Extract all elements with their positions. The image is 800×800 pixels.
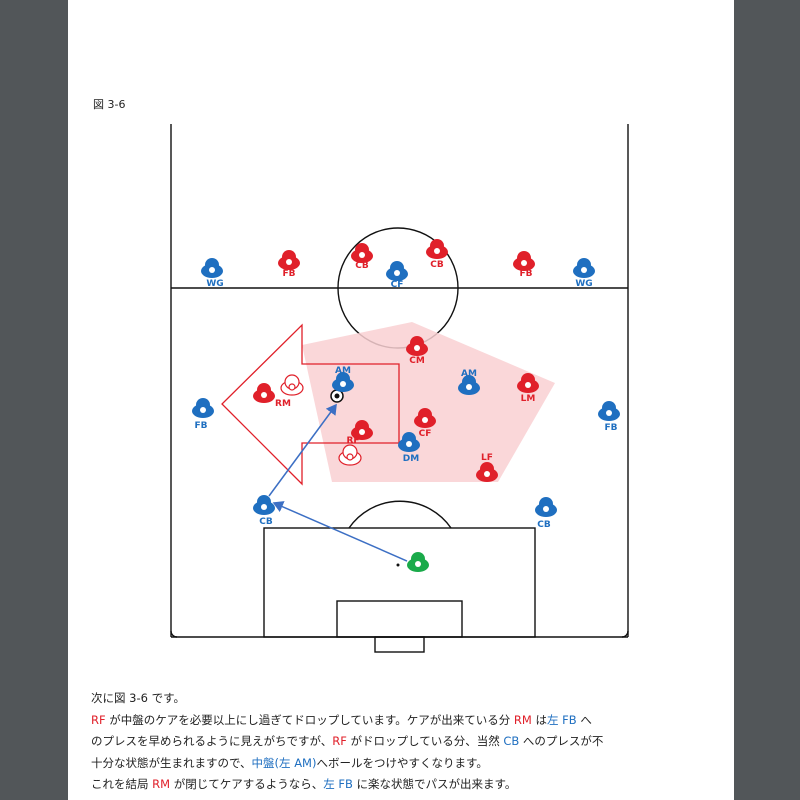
player-label: WG [206,279,223,289]
player-blue-cf: CF [386,261,408,290]
player-label: DM [403,454,419,464]
player-blue-am-right: AM [458,369,480,395]
text-run: は [531,712,547,727]
player-red-lf: LF [476,453,498,482]
player-blue-fb-left: FB [192,398,214,431]
text-line-2: RF が中盤のケアを必要以上にし過ぎてドロップしています。ケアが出来ている分 R… [91,710,651,732]
blue-team: WG CF WG AM AM FB FB DM CB CB [192,258,620,530]
player-label: CF [419,429,432,439]
player-blue-am-left: AM [332,366,354,392]
text-run: 十分な状態が生まれますので、 [91,755,252,770]
text-run: へ [576,712,592,727]
player-blue-cb-left: CB [253,495,275,527]
pressing-zone [302,322,555,482]
pitch-lines [170,124,629,653]
player-blue-cb-right: CB [535,497,557,530]
pass-arrow-cb-to-am [268,403,337,497]
player-red-fb-left: FB [278,250,300,279]
player-label: AM [335,366,351,376]
text-run: RF [332,734,347,748]
player-label: CB [259,517,273,527]
player-red-cb-right: CB [426,239,448,270]
penalty-arc [348,500,452,529]
player-label: FB [604,423,617,433]
text-run: 左 FB [323,777,353,791]
figure-title: 図 3-6 [93,98,126,111]
goalkeeper-icon [407,552,429,572]
text-run: に楽な状態でパスが出来ます。 [352,777,517,791]
text-run: がドロップしている分、当然 [346,734,504,748]
player-red-rm: RM [253,383,291,409]
press-arrow [221,323,400,486]
text-run: CB [503,734,520,748]
player-label: RM [275,399,291,409]
player-blue-dm: DM [398,432,420,464]
player-red-lm: LM [517,373,539,404]
player-blue-fb-right: FB [598,401,620,433]
player-label: LM [521,394,536,404]
text-run: これを結局 [91,777,153,791]
player-label: FB [194,421,207,431]
text-line-5: これを結局 RM が閉じてケアするようなら、左 FB に楽な状態でパスが出来ます… [91,774,651,796]
goal [374,636,425,653]
player-label: CM [409,356,425,366]
text-run: が閉じてケアするようなら、 [170,777,324,791]
player-label: AM [461,369,477,379]
text-line-1: 次に図 3-6 です。 [91,691,185,705]
player-label: CB [355,261,369,271]
player-label: FB [282,269,295,279]
player-red-cb-left: CB [351,243,373,271]
player-blue-wg-left: WG [201,258,224,289]
goal-area [336,600,463,638]
text-run: RM [152,777,171,791]
player-red-cm: CM [406,336,428,366]
text-run: RF [91,712,106,727]
player-blue-wg-right: WG [573,258,595,289]
player-label: LF [481,453,493,463]
player-label: CB [537,520,551,530]
red-team: FB CB CB FB CM LM CF LF RF RM [253,239,539,482]
penalty-area [263,527,536,638]
text-run: のプレスを早められるように見えがちですが、 [91,734,333,748]
text-run: へのプレスが不 [519,734,604,748]
player-label: WG [575,279,592,289]
text-line-3: のプレスを早められるように見えがちですが、RF がドロップしている分、当然 CB… [91,731,651,753]
text-run: 左 FB [547,712,577,727]
text-run: へボールをつけやすくなります。 [316,755,488,770]
text-line-4: 十分な状態が生まれますので、中盤(左 AM)へボールをつけやすくなります。 [91,753,651,775]
player-label: CF [391,280,404,290]
player-red-rf: RF [346,420,373,446]
text-run: が中盤のケアを必要以上にし過ぎてドロップしています。ケアが出来ている分 [105,712,514,727]
player-label: CB [430,260,444,270]
text-run: 中盤(左 AM) [251,755,317,770]
ghost-player-rm-icon [280,374,304,396]
text-run: RM [513,712,532,727]
player-red-fb-right: FB [513,251,535,279]
penalty-spot [396,563,400,567]
body-text: 次に図 3-6 です。 RF が中盤のケアを必要以上にし過ぎてドロップしています… [91,688,651,796]
player-label: RF [346,436,359,446]
pass-arrow-gk-to-cb [272,501,408,562]
player-label: FB [519,269,532,279]
player-red-cf: CF [414,408,436,439]
